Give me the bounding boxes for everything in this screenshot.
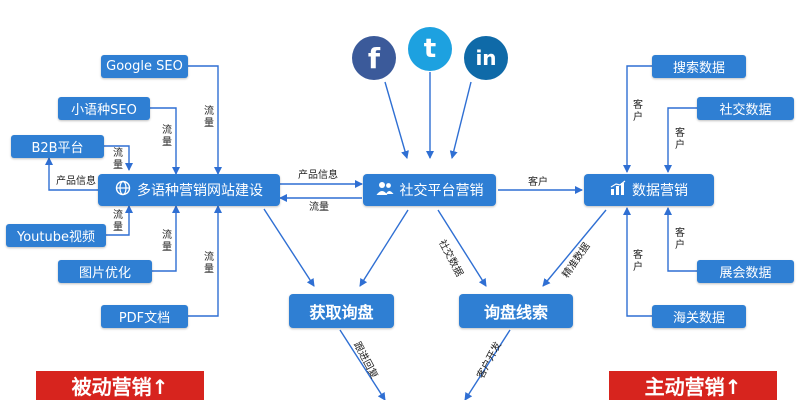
edge-label-customer: 客户 (633, 250, 643, 273)
arrow-search-data (623, 65, 652, 173)
customs-data-box[interactable]: 海关数据 (652, 305, 746, 328)
bar-chart-icon (610, 180, 626, 200)
edge-label-traffic: 流量 (204, 252, 214, 275)
arrow-leads-down (464, 329, 511, 400)
arrow-minor-seo (150, 107, 180, 175)
arrow-social-to-inquiries (359, 209, 409, 287)
arrow-image-opt (152, 205, 180, 272)
arrow-social-to-leads (437, 209, 487, 287)
edge-label-product-info: 产品信息 (56, 176, 96, 187)
edge-label-traffic: 流量 (204, 106, 214, 129)
get-inquiries-box[interactable]: 获取询盘 (289, 294, 394, 328)
globe-icon (115, 180, 131, 200)
edge-label-traffic: 流量 (162, 125, 172, 148)
edge-label-customer: 客户 (675, 128, 685, 151)
arrow-customs-data (623, 207, 652, 317)
google-seo-box[interactable]: Google SEO (101, 55, 188, 78)
edge-label-customer: 客户 (675, 228, 685, 251)
passive-marketing-banner: 被动营销↑ (36, 371, 204, 400)
edge-label-customer: 客户 (528, 177, 548, 188)
active-marketing-banner: 主动营销↑ (609, 371, 777, 400)
arrow-youtube (106, 205, 133, 236)
edge-label-traffic: 流量 (113, 210, 123, 233)
arrow-social-data (664, 107, 697, 173)
arrow-linkedin (449, 81, 472, 159)
facebook-icon[interactable]: f (352, 36, 396, 80)
data-marketing-hub[interactable]: 数据营销 (584, 174, 714, 206)
minor-lang-seo-box[interactable]: 小语种SEO (58, 97, 150, 120)
arrow-website-to-inquiries (263, 208, 315, 287)
website-hub[interactable]: 多语种营销网站建设 (98, 174, 280, 206)
expo-data-box[interactable]: 展会数据 (697, 260, 794, 283)
edge-label-product-info: 产品信息 (298, 170, 338, 181)
twitter-icon[interactable]: t (408, 27, 452, 71)
search-data-box[interactable]: 搜索数据 (652, 55, 746, 78)
arrow-inquiries-down (339, 329, 386, 400)
pdf-document-box[interactable]: PDF文档 (101, 305, 188, 328)
arrow-data-to-leads (542, 209, 607, 287)
arrow-expo-data (664, 207, 697, 272)
arrow-b2b (104, 145, 133, 171)
arrow-google-seo (188, 65, 222, 175)
arrow-pdf (188, 205, 222, 317)
edge-label-traffic: 流量 (113, 148, 123, 171)
arrow-facebook (384, 81, 409, 159)
social-hub[interactable]: 社交平台营销 (363, 174, 496, 206)
arrow-product-info-b2b (45, 157, 106, 191)
b2b-platform-box[interactable]: B2B平台 (11, 135, 104, 158)
edge-label-traffic: 流量 (162, 230, 172, 253)
youtube-video-box[interactable]: Youtube视频 (6, 224, 106, 247)
image-optimization-box[interactable]: 图片优化 (58, 260, 152, 283)
users-icon (376, 180, 394, 200)
inquiry-leads-box[interactable]: 询盘线索 (459, 294, 573, 328)
social-data-box[interactable]: 社交数据 (697, 97, 794, 120)
edge-label-traffic: 流量 (309, 202, 329, 213)
linkedin-icon[interactable]: in (464, 36, 508, 80)
edge-label-customer: 客户 (633, 100, 643, 123)
